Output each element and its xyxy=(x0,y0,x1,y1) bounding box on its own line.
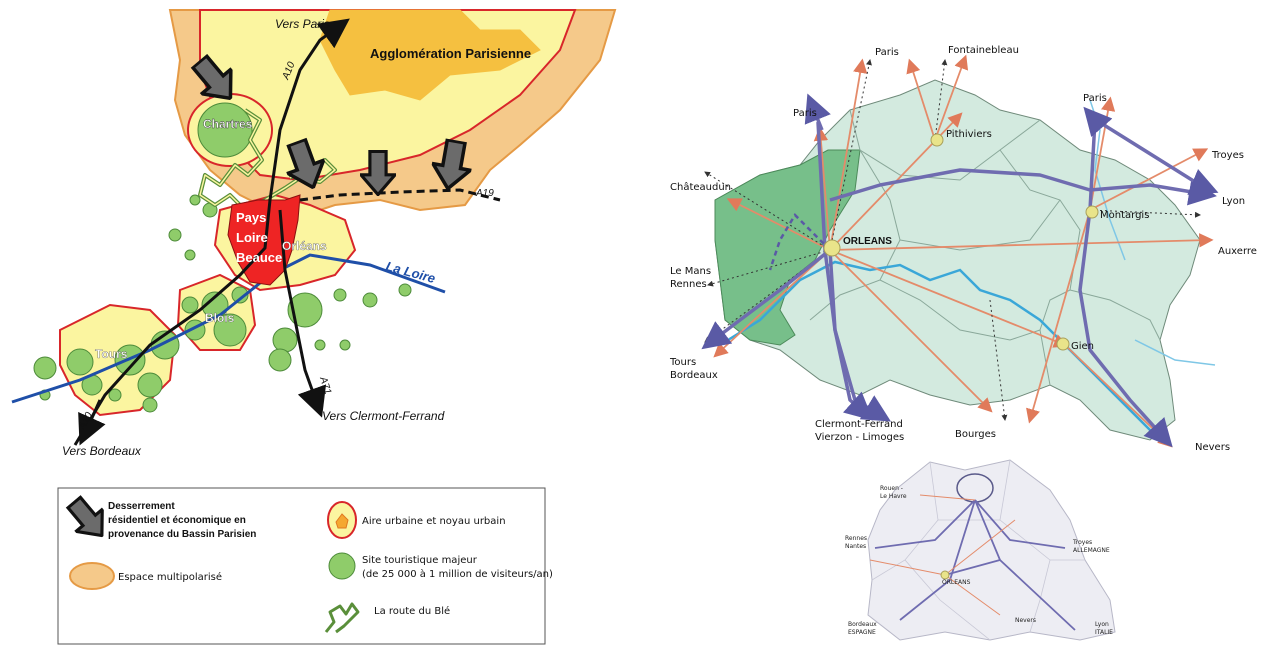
dest-auxerre: Auxerre xyxy=(1218,246,1257,257)
dest-chateaudun: Châteaudun xyxy=(670,181,731,193)
tours-label: Tours xyxy=(95,347,128,361)
dest-paris-2: Paris xyxy=(793,108,817,119)
legend-multipolar-icon xyxy=(69,562,115,590)
dest-vierzon: Vierzon - Limoges xyxy=(815,432,904,443)
left-map: Agglomération Parisienne Chartres Pays L… xyxy=(11,9,617,458)
loire-river xyxy=(11,253,446,404)
blois-label: Blois xyxy=(205,311,235,325)
a19-label: A19 xyxy=(475,188,494,199)
a10-sw-motorway xyxy=(701,248,832,350)
vers-bordeaux-label: Vers Bordeaux xyxy=(62,444,142,458)
inset-bordeaux-2: ESPAGNE xyxy=(848,629,876,636)
dest-paris-3: Paris xyxy=(1083,93,1107,104)
legend-tourist-line2: (de 25 000 à 1 million de visiteurs/an) xyxy=(362,568,553,580)
vers-clermont-label: Vers Clermont-Ferrand xyxy=(322,409,445,423)
vers-paris-label: Vers Paris xyxy=(275,17,330,31)
legend-wheat-icon xyxy=(324,602,360,634)
dest-clermont: Clermont-Ferrand xyxy=(815,419,903,430)
dest-troyes: Troyes xyxy=(1211,150,1244,161)
town-montargis: Montargis xyxy=(1100,210,1149,221)
agglomeration-label: Agglomération Parisienne xyxy=(370,46,531,61)
legend-wheat-label: La route du Blé xyxy=(374,605,450,617)
inset-rouen-2: Le Havre xyxy=(880,493,907,500)
legend-multipolar-label: Espace multipolarisé xyxy=(118,571,222,583)
inset-map: Rouen - Le Havre Rennes Nantes Bordeaux … xyxy=(845,459,1116,641)
town-orleans: ORLEANS xyxy=(843,236,892,247)
inset-troyes-2: ALLEMAGNE xyxy=(1073,547,1110,554)
inset-troyes-1: Troyes xyxy=(1072,539,1092,546)
legend-tourist-line1: Site touristique majeur xyxy=(362,555,478,566)
a19-motorway xyxy=(829,168,1217,206)
paris-agglomeration xyxy=(319,9,541,101)
orleans-label: Orléans xyxy=(282,239,327,253)
legend-tourist-icon xyxy=(328,552,356,580)
right-map: Paris Fontainebleau Paris Paris Troyes C… xyxy=(669,45,1257,453)
inset-rouen-1: Rouen - xyxy=(880,485,903,492)
dest-fontainebleau: Fontainebleau xyxy=(948,45,1019,56)
a71-road xyxy=(278,209,327,418)
a71-motorway xyxy=(828,249,874,421)
town-gien: Gien xyxy=(1071,341,1094,352)
dest-tours: Tours xyxy=(669,357,696,368)
a6-motorway xyxy=(1083,106,1113,211)
legend-arrow-line2: résidentiel et économique en xyxy=(108,515,246,526)
region-label-2: Loire xyxy=(236,230,268,245)
dest-bordeaux: Bordeaux xyxy=(670,370,718,381)
dest-rennes: Rennes xyxy=(670,279,707,290)
legend-arrow-line1: Desserrement xyxy=(108,501,175,512)
inset-nevers: Nevers xyxy=(1015,617,1036,624)
a19-road xyxy=(299,188,501,202)
a77-south-motorway xyxy=(1078,209,1173,448)
town-pithiviers: Pithiviers xyxy=(946,129,992,140)
dest-bourges: Bourges xyxy=(955,429,996,440)
inset-rennes-1: Rennes xyxy=(845,535,867,542)
a77-motorway xyxy=(1087,113,1219,195)
inset-lyon-2: ITALIE xyxy=(1095,629,1113,636)
inset-rennes-2: Nantes xyxy=(845,543,866,550)
dest-paris-1: Paris xyxy=(875,47,899,58)
dest-nevers: Nevers xyxy=(1195,442,1230,453)
chartres-label: Chartres xyxy=(203,117,253,131)
dest-lyon: Lyon xyxy=(1222,196,1245,207)
a71-label: A71 xyxy=(317,375,333,396)
legend-arrow-line3: provenance du Bassin Parisien xyxy=(108,529,256,540)
region-label-3: Beauce xyxy=(236,250,282,265)
a10-bordeaux-arrow xyxy=(78,399,106,446)
inset-bordeaux-1: Bordeaux xyxy=(848,621,877,628)
dest-lemans: Le Mans xyxy=(670,266,711,277)
legend: Desserrement résidentiel et économique e… xyxy=(57,487,553,645)
town-markers xyxy=(823,133,1099,351)
a10-road xyxy=(73,18,350,446)
inset-orleans: ORLEANS xyxy=(942,579,971,586)
inset-lyon-1: Lyon xyxy=(1095,621,1109,628)
loire-label: La Loire xyxy=(384,258,437,286)
region-label-1: Pays xyxy=(236,210,266,225)
legend-urban-label: Aire urbaine et noyau urbain xyxy=(362,516,506,527)
